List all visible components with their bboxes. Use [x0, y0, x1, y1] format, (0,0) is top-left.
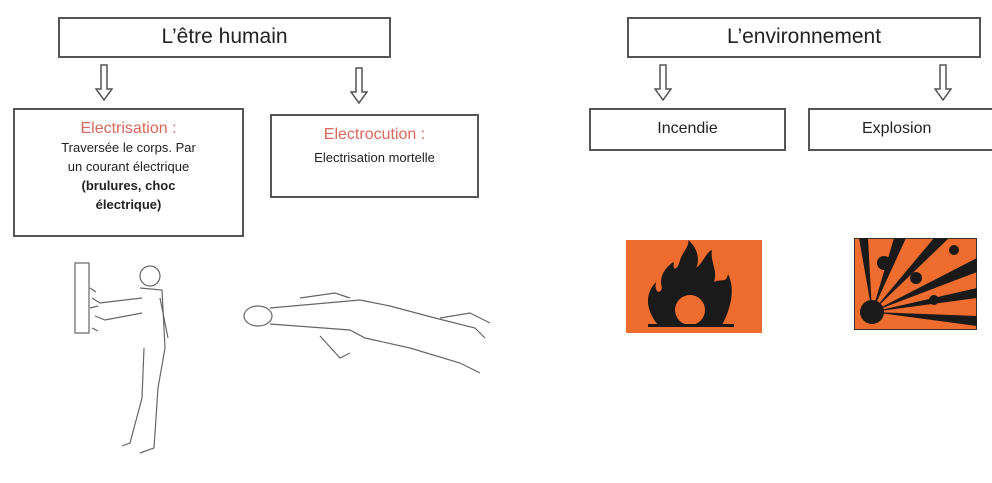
down-arrow-icon: [934, 64, 952, 102]
explosive-pictogram-icon: [854, 238, 977, 330]
human-title-box: L’être humain: [58, 17, 391, 58]
down-arrow-icon: [654, 64, 672, 102]
electrisation-line2: un courant électrique: [67, 159, 190, 174]
incendie-label: Incendie: [657, 120, 718, 137]
incendie-box: Incendie: [589, 108, 786, 151]
electrocution-title: Electrocution :: [323, 126, 426, 143]
explosion-label: Explosion: [862, 120, 932, 137]
down-arrow-icon: [95, 64, 113, 102]
environment-title-box: L’environnement: [627, 17, 981, 58]
electrocuted-person-illustration: [243, 292, 491, 374]
electrocution-text: Electrisation mortelle: [314, 150, 435, 165]
environment-title: L’environnement: [726, 25, 882, 48]
explosion-box: Explosion: [808, 108, 992, 151]
electrisation-title: Electrisation :: [80, 120, 177, 137]
down-arrow-icon: [350, 67, 368, 105]
electrocution-box: Electrocution : Electrisation mortelle: [270, 114, 479, 198]
human-title: L’être humain: [161, 25, 288, 48]
electrisation-box: Electrisation : Traversée le corps. Par …: [13, 108, 244, 237]
electrisation-bold: (brulures, choc électrique): [81, 178, 176, 212]
flammable-pictogram-icon: [626, 240, 762, 333]
electrisation-line1: Traversée le corps. Par: [61, 140, 196, 155]
electrised-person-illustration: [74, 262, 169, 454]
